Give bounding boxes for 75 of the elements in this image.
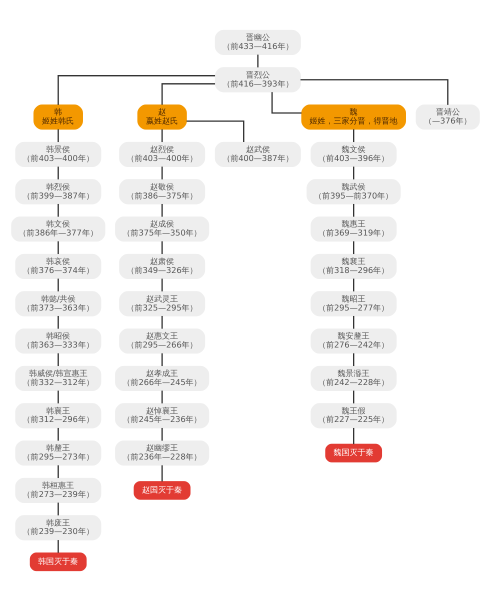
node-box: 赵成侯 （前375年—350年） [115, 216, 210, 242]
connector [58, 315, 59, 328]
connector [186, 120, 244, 142]
node-box: 魏安釐王 （前276—242年） [310, 328, 397, 354]
node-box: 韩文侯 （前386年—377年） [11, 216, 106, 242]
connector [161, 166, 163, 179]
node-box: 魏 姬姓，三家分晋，得晋地 [301, 104, 406, 130]
node-box: 韩哀侯 （前376—374年） [15, 253, 102, 278]
connector [353, 240, 354, 254]
node-box: 魏武侯 （前395—前370年） [306, 178, 401, 204]
node-box: 韩 姬姓韩氏 [33, 104, 83, 130]
connector [161, 203, 163, 216]
node-box: 韩昭侯 （前363—333年） [15, 328, 102, 354]
connector [353, 128, 354, 142]
node-box: 魏襄王 （前318—296年） [310, 253, 397, 278]
node-box: 赵武灵王 （前325—295年） [119, 290, 206, 316]
node-box: 晋靖公 （—376年） [416, 104, 480, 130]
connector [58, 502, 59, 515]
node-box: 赵 嬴姓赵氏 [137, 104, 187, 130]
node-box: 魏国灭于秦 [325, 443, 382, 462]
connector [58, 74, 216, 104]
connector [58, 166, 59, 179]
node-box: 魏昭王 （前295—277年） [310, 290, 397, 316]
node-box: 韩景侯 （前403—400年） [15, 141, 102, 166]
connector [353, 427, 354, 444]
connector [58, 352, 59, 366]
connector [58, 128, 59, 142]
connector [58, 464, 59, 478]
connector [161, 278, 163, 291]
connector [161, 315, 163, 328]
node-box: 韩国灭于秦 [30, 552, 87, 571]
node-box: 赵悼襄王 （前245年—236年） [115, 402, 210, 428]
node-box: 韩威侯/韩宣惠王 （前332—312年） [15, 365, 102, 390]
connector [58, 540, 59, 552]
connector [58, 278, 59, 291]
connector [257, 54, 259, 67]
connector [353, 278, 354, 291]
node-box: 晋幽公 （前433—416年） [214, 29, 301, 54]
connector [58, 427, 59, 440]
node-box: 韩釐王 （前295—273年） [15, 440, 102, 466]
node-box: 魏文侯 （前403—396年） [310, 141, 397, 166]
node-box: 赵惠文王 （前295—266年） [119, 328, 206, 354]
node-box: 韩桓惠王 （前273—239年） [15, 477, 102, 502]
node-box: 韩废王 （前239—230年） [15, 514, 102, 540]
node-box: 赵肃侯 （前349—326年） [119, 253, 206, 278]
connector [353, 203, 354, 216]
connector [353, 352, 354, 366]
connector [161, 128, 163, 142]
node-box: 赵敬侯 （前386—375年） [119, 178, 206, 204]
node-box: 赵孝成王 （前266年—245年） [115, 365, 210, 390]
node-box: 赵武侯 （前400—387年） [214, 141, 301, 166]
node-box: 魏惠王 （前369—319年） [310, 216, 397, 242]
connector [161, 390, 163, 403]
connector [161, 240, 163, 254]
connector [58, 240, 59, 254]
connector [353, 315, 354, 328]
node-box: 魏景湣王 （前242—228年） [310, 365, 397, 390]
connector [300, 78, 448, 104]
connector [58, 203, 59, 216]
node-box: 韩襄王 （前312—296年） [15, 402, 102, 428]
node-box: 韩懿/共侯 （前373—363年） [15, 290, 102, 316]
connector [58, 390, 59, 403]
node-box: 魏王假 （前227—225年） [310, 402, 397, 428]
connector [161, 464, 163, 481]
node-box: 韩烈侯 （前399—387年） [15, 178, 102, 204]
connector [161, 427, 163, 440]
node-box: 赵幽缪王 （前236年—228年） [115, 440, 210, 466]
connector [161, 352, 163, 366]
connector [353, 166, 354, 179]
connector [271, 92, 302, 114]
node-box: 晋烈公 （前416—393年） [214, 66, 301, 92]
node-box: 赵烈侯 （前403—400年） [119, 141, 206, 166]
connector [161, 82, 216, 104]
node-box: 赵国灭于秦 [134, 480, 191, 500]
connector [353, 390, 354, 403]
